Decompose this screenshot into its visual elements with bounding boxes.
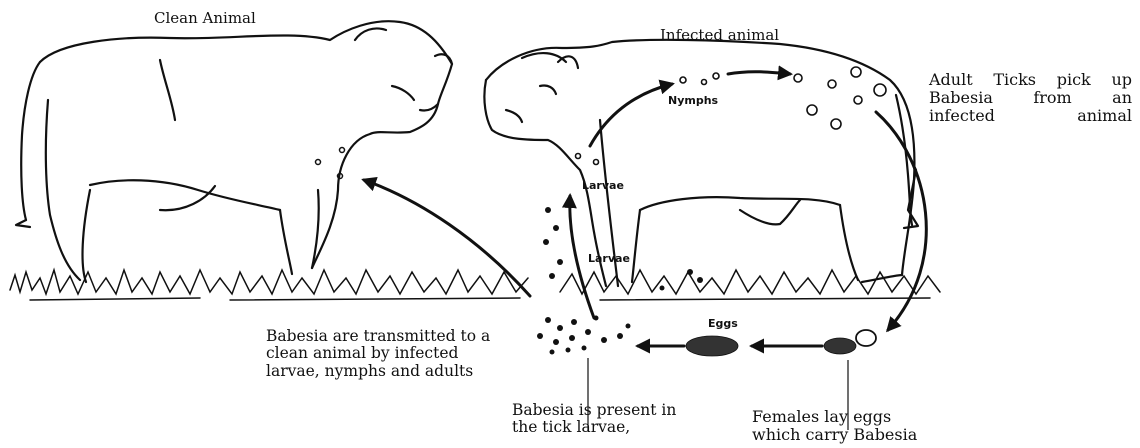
grass-ground	[10, 270, 940, 300]
nymphs-label: Nymphs	[668, 95, 718, 107]
larvae-upper-label: Larvae	[582, 180, 624, 192]
adult-ticks-annotation: Adult Ticks pick up Babesia from an infe…	[929, 71, 1132, 125]
larvae-lower-label: Larvae	[588, 253, 630, 265]
engorged-female-tick	[856, 330, 876, 346]
ticks-on-clean-animal	[316, 148, 345, 179]
females-eggs-annotation: Females lay eggs which carry Babesia	[752, 408, 917, 444]
ticks-on-infected-animal	[576, 67, 887, 165]
transmission-annotation: Babesia are transmitted to a clean anima…	[266, 328, 490, 380]
larvae-babesia-annotation: Babesia is present in the tick larvae,	[512, 402, 676, 437]
clean-animal-label: Clean Animal	[154, 10, 256, 27]
eggs-label: Eggs	[708, 318, 738, 330]
arrow-adults-down	[876, 112, 926, 330]
arrow-nymphs-to-adults	[728, 72, 790, 74]
clean-animal-drawing	[16, 21, 452, 282]
infected-animal-label: Infected animal	[660, 27, 779, 44]
